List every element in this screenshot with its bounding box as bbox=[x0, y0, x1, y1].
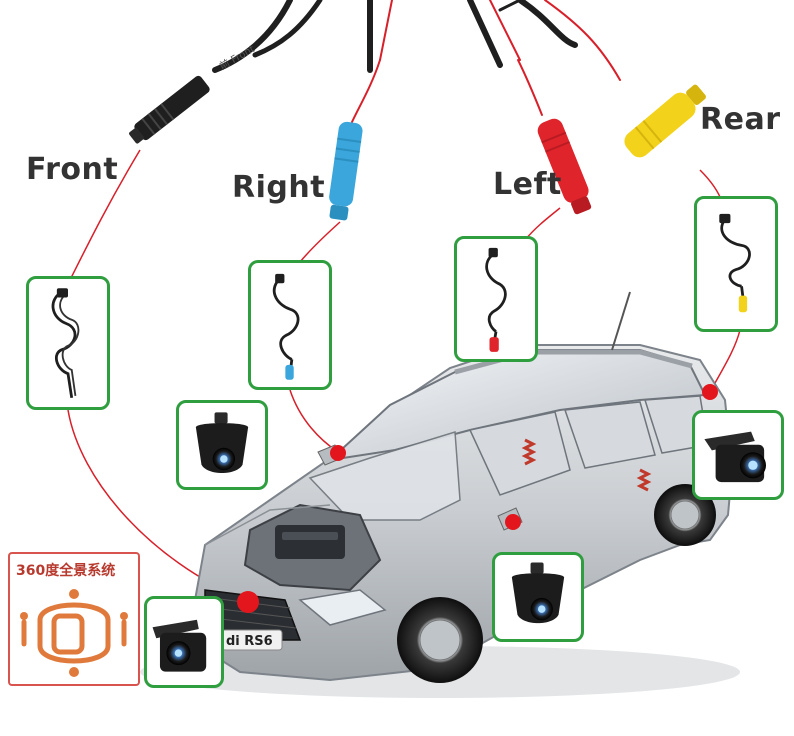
car-360-view-icon bbox=[20, 589, 128, 677]
label-front: Front bbox=[26, 152, 119, 187]
left-cable-photo bbox=[454, 236, 538, 362]
system-badge-text: 360度全景系统 bbox=[16, 563, 116, 579]
camera-icon bbox=[704, 431, 766, 483]
system-badge: 360度全景系统 bbox=[8, 552, 140, 686]
front-connector bbox=[129, 75, 210, 144]
cable-coil-icon bbox=[272, 273, 300, 380]
cable-coil-icon bbox=[485, 247, 507, 352]
mount-dot-left bbox=[505, 514, 521, 530]
cable-coil-icon bbox=[719, 213, 751, 313]
mount-dot-right bbox=[330, 445, 346, 461]
front-camera-photo bbox=[144, 596, 224, 688]
camera-icon bbox=[195, 412, 249, 473]
cable-bundle bbox=[212, 0, 621, 123]
right-camera-photo bbox=[176, 400, 268, 490]
mount-dot-front bbox=[237, 591, 259, 613]
car-illustration: di RS6 bbox=[140, 291, 740, 698]
mount-dot-rear bbox=[702, 384, 718, 400]
label-left: Left bbox=[493, 167, 562, 202]
cable-coil-icon bbox=[51, 288, 80, 398]
left-camera-photo bbox=[492, 552, 584, 642]
camera-icon bbox=[511, 562, 565, 624]
label-rear: Rear bbox=[700, 102, 781, 137]
label-right: Right bbox=[232, 170, 326, 205]
cable-print: 前 Front bbox=[217, 42, 257, 73]
right-connector bbox=[329, 121, 363, 221]
car-badge: di RS6 bbox=[226, 634, 273, 649]
rear-cable-photo bbox=[694, 196, 778, 332]
rear-connector bbox=[624, 84, 706, 158]
camera-icon bbox=[152, 619, 207, 672]
left-connector bbox=[537, 118, 592, 215]
front-cable-photo bbox=[26, 276, 110, 410]
rear-camera-photo bbox=[692, 410, 784, 500]
right-cable-photo bbox=[248, 260, 332, 390]
